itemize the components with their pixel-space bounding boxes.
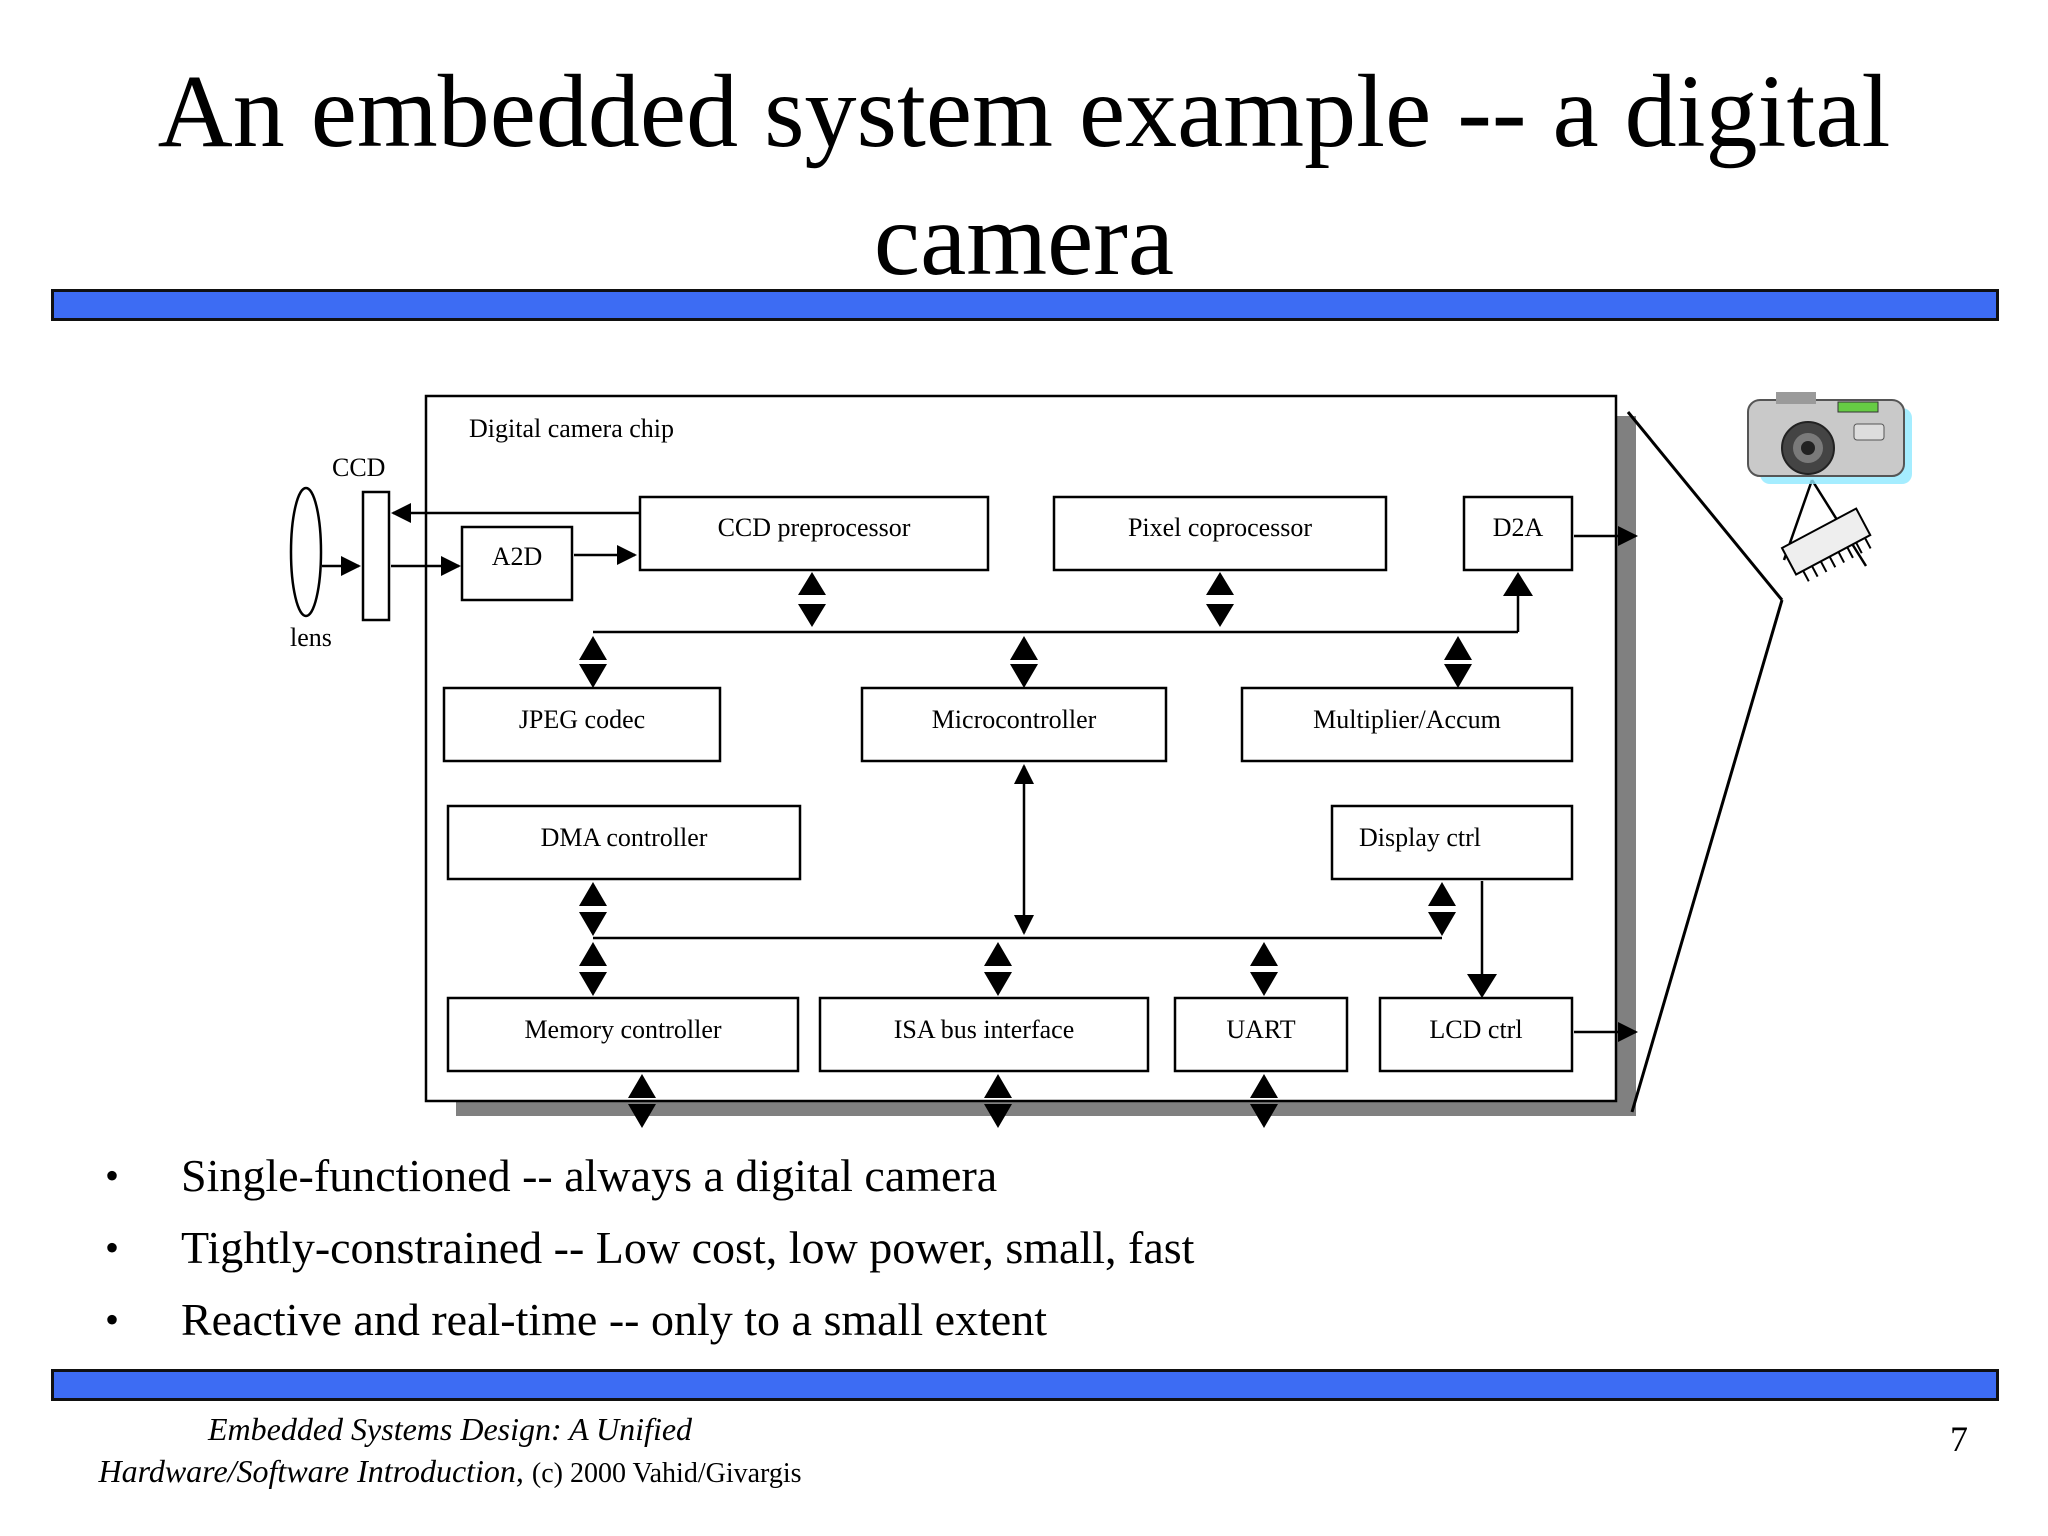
footer-copyright: (c) 2000 Vahid/Givargis — [531, 1458, 802, 1489]
bullet-dot: • — [105, 1153, 120, 1198]
block-multiplier-accum — [1240, 686, 1574, 763]
block-isa-bus-interface — [818, 996, 1150, 1073]
block-pixel-coprocessor — [1052, 495, 1388, 572]
d2a-arrowhead — [1503, 572, 1533, 596]
label-ccd-preprocessor: CCD preprocessor — [718, 513, 911, 542]
block-microcontroller — [860, 686, 1168, 763]
slide-title: An embedded system example -- a digital … — [0, 48, 2048, 304]
label-jpeg-codec: JPEG codec — [519, 705, 645, 734]
page-number: 7 — [1950, 1419, 1968, 1459]
lower-bus-connectors — [579, 882, 1456, 1128]
camera-icon — [1747, 392, 1912, 484]
label-lcd-ctrl: LCD ctrl — [1429, 1015, 1522, 1044]
bullet-text: Tightly-constrained -- Low cost, low pow… — [181, 1222, 1195, 1273]
chip-label: Digital camera chip — [469, 414, 674, 443]
footer-line1: Embedded Systems Design: A Unified — [207, 1411, 693, 1447]
bullet-dot: • — [105, 1297, 120, 1342]
chip-icon — [1780, 507, 1872, 582]
label-pixel-coprocessor: Pixel coprocessor — [1128, 513, 1312, 542]
label-uart: UART — [1226, 1015, 1295, 1044]
label-memory-controller: Memory controller — [524, 1015, 721, 1044]
ccd-sensor — [361, 490, 391, 622]
label-display-ctrl: Display ctrl — [1359, 823, 1481, 852]
block-memory-controller — [446, 996, 800, 1073]
label-isa-bus-interface: ISA bus interface — [894, 1015, 1075, 1044]
lens-shape — [289, 486, 323, 618]
block-jpeg-codec — [442, 686, 722, 763]
upper-bus-connectors — [579, 572, 1472, 688]
footer-line2-italic: Hardware/Software Introduction, — [98, 1453, 524, 1489]
slide-title-line2: camera — [873, 182, 1175, 297]
top-divider-bar — [51, 289, 1999, 321]
bullet-list: • Single-functioned -- always a digital c… — [105, 1140, 1905, 1356]
label-d2a: D2A — [1493, 513, 1544, 542]
label-microcontroller: Microcontroller — [932, 705, 1097, 734]
display-to-lcd-arrowhead — [1467, 974, 1497, 998]
bullet-text: Reactive and real-time -- only to a smal… — [181, 1294, 1048, 1345]
block-dma-controller — [446, 804, 802, 881]
footer-citation: Embedded Systems Design: A Unified Hardw… — [60, 1408, 840, 1495]
bullet-item: • Reactive and real-time -- only to a sma… — [105, 1284, 1905, 1356]
zoom-line-top — [1626, 411, 1784, 601]
lens-label: lens — [290, 623, 332, 652]
block-uart — [1173, 996, 1349, 1073]
block-d2a — [1462, 495, 1574, 572]
slide-title-line1: An embedded system example -- a digital — [157, 54, 1891, 169]
block-a2d — [460, 525, 574, 602]
block-display-ctrl — [1330, 804, 1574, 881]
label-a2d: A2D — [492, 542, 543, 571]
block-lcd-ctrl — [1378, 996, 1574, 1073]
label-dma-controller: DMA controller — [541, 823, 708, 852]
bullet-item: • Tightly-constrained -- Low cost, low po… — [105, 1212, 1905, 1284]
label-multiplier-accum: Multiplier/Accum — [1313, 705, 1501, 734]
block-ccd-preprocessor — [638, 495, 990, 572]
bottom-divider-bar — [51, 1369, 1999, 1401]
zoom-line-bottom — [1630, 599, 1784, 1113]
bullet-item: • Single-functioned -- always a digital c… — [105, 1140, 1905, 1212]
ccd-label: CCD — [332, 453, 385, 482]
bullet-text: Single-functioned -- always a digital ca… — [181, 1150, 998, 1201]
bullet-dot: • — [105, 1225, 120, 1270]
